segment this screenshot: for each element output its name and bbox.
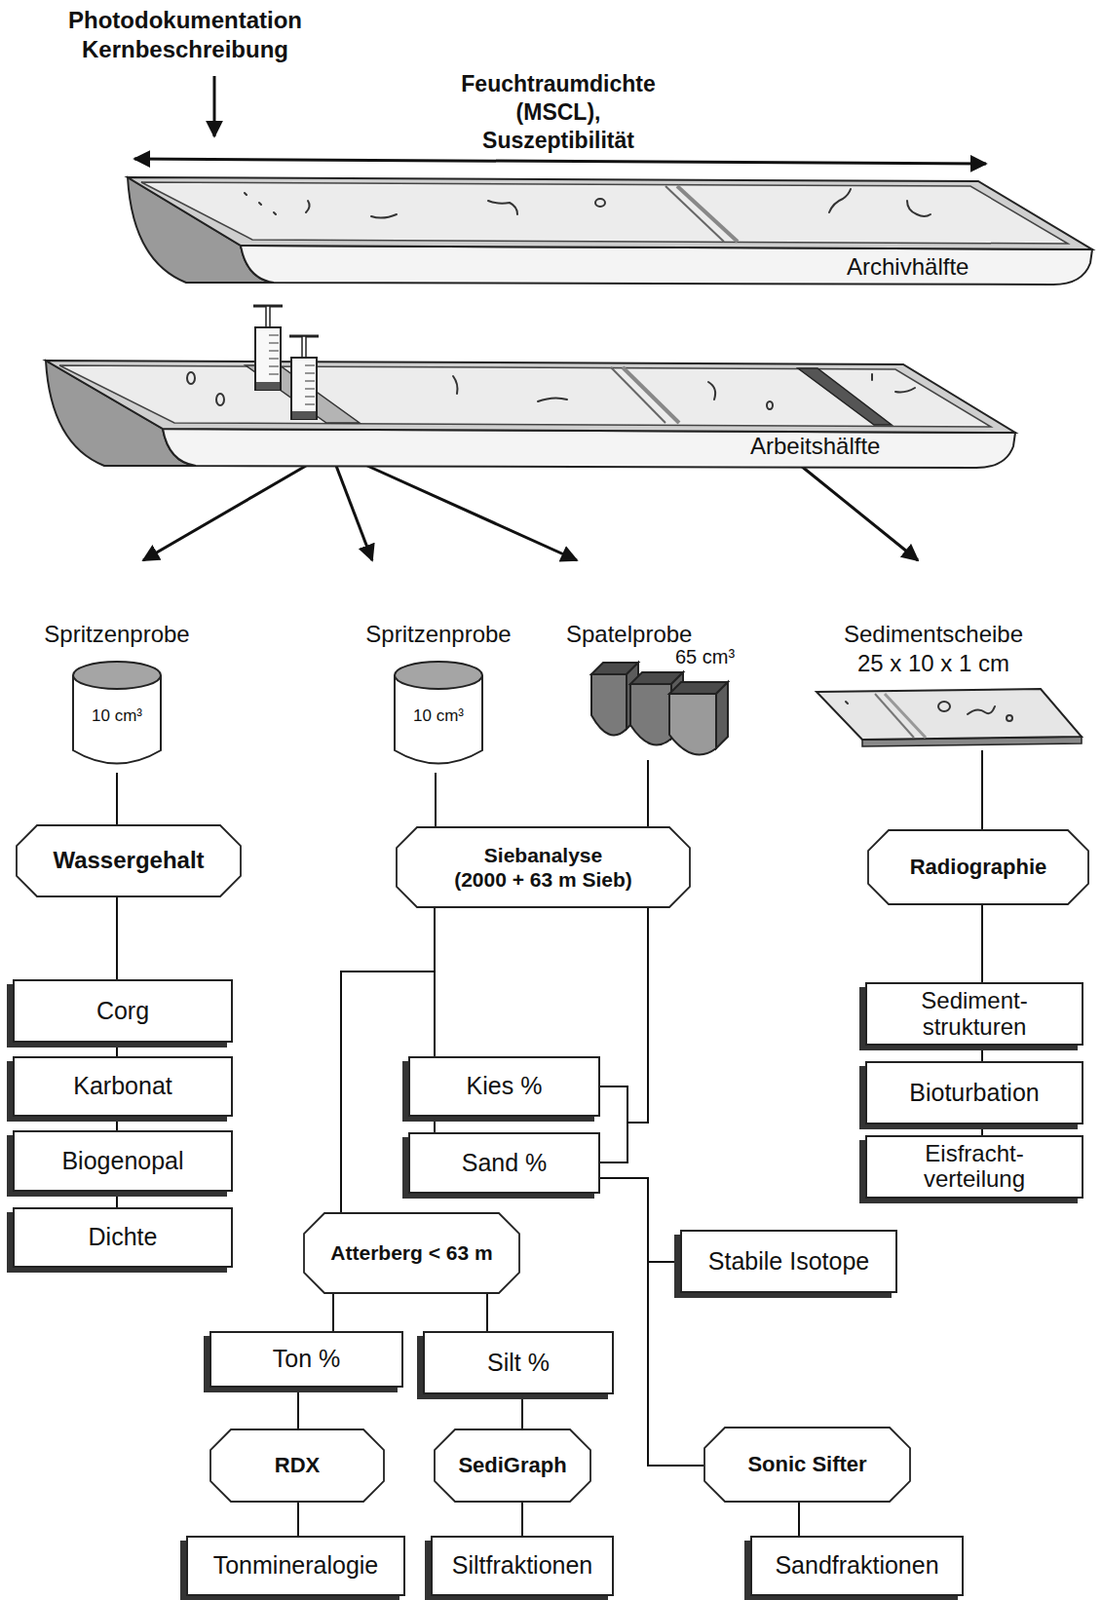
- node-label: Stabile Isotope: [708, 1248, 870, 1276]
- result-box: Sandfraktionen: [750, 1535, 964, 1596]
- node-label: SediGraph: [457, 1452, 567, 1479]
- node-label: Wassergehalt: [52, 846, 204, 875]
- node-label: Corg: [96, 997, 150, 1026]
- connector: [297, 1502, 300, 1536]
- connector: [798, 1502, 800, 1536]
- connector: [981, 1124, 984, 1136]
- method-octagon: Sonic Sifter: [703, 1426, 912, 1503]
- result-box: Dichte: [12, 1207, 233, 1268]
- connector: [981, 905, 984, 983]
- node-label: Ton %: [272, 1345, 341, 1373]
- method-octagon: Radiographie: [867, 829, 1090, 906]
- result-box: Tonmineralogie: [186, 1535, 406, 1596]
- node-label: Spritzenprobe: [341, 620, 536, 648]
- node-label: 10 cm³: [19, 706, 215, 726]
- method-octagon: Atterberg < 63 m: [303, 1212, 521, 1294]
- node-label: Arbeitshälfte: [750, 432, 880, 460]
- connector: [115, 1191, 118, 1208]
- method-octagon: SediGraph: [433, 1428, 592, 1503]
- result-box: Eisfracht- verteilung: [865, 1135, 1084, 1199]
- annotation-label: Photodokumentation Kernbeschreibung: [48, 5, 322, 65]
- node-label: 65 cm³: [675, 646, 735, 669]
- measure-double-arrow: [134, 158, 987, 164]
- connector: [297, 1387, 300, 1429]
- result-box: Sediment- strukturen: [865, 982, 1084, 1046]
- node-label: Kies %: [466, 1072, 543, 1101]
- connector: [367, 465, 577, 561]
- node-label: Siebanalyse: [484, 842, 603, 868]
- connector: [521, 1502, 524, 1536]
- node-label: Sonic Sifter: [747, 1451, 867, 1478]
- connector: [336, 465, 373, 561]
- connector: [800, 465, 918, 561]
- illustration: [341, 560, 536, 773]
- node-label: Sediment- strukturen: [874, 988, 1074, 1040]
- connector: [486, 1293, 489, 1331]
- connector: [521, 1394, 524, 1429]
- node-label: Archivhälfte: [846, 253, 969, 281]
- connector: [143, 465, 306, 561]
- node-label: Spritzenprobe: [19, 620, 215, 648]
- connector: [981, 750, 984, 830]
- syringe-sample: Spritzenprobe 10 cm³: [341, 560, 536, 773]
- connector: [115, 1116, 118, 1131]
- node-label: Atterberg < 63 m: [330, 1240, 493, 1265]
- octagon-outline: [395, 826, 691, 909]
- archive-core-half: Archivhälfte: [127, 173, 1098, 293]
- result-box: Kies %: [408, 1056, 601, 1117]
- result-box: Sand %: [408, 1132, 601, 1194]
- connector: [408, 908, 648, 1163]
- node-label: Sedimentscheibe: [787, 620, 1080, 648]
- node-label: 25 x 10 x 1 cm: [787, 649, 1080, 678]
- node-label: Radiographie: [910, 854, 1048, 880]
- connector: [600, 1178, 704, 1466]
- connector: [408, 908, 648, 1123]
- working-core-half: Arbeitshälfte: [45, 356, 1021, 466]
- connector: [332, 1293, 335, 1331]
- node-label: Sandfraktionen: [774, 1552, 939, 1580]
- node-label: Bioturbation: [909, 1079, 1039, 1107]
- connector: [981, 1045, 984, 1062]
- result-box: Siltfraktionen: [430, 1535, 614, 1596]
- node-label: Sand %: [461, 1149, 548, 1178]
- result-box: Corg: [12, 979, 233, 1043]
- node-label: Siltfraktionen: [452, 1552, 594, 1580]
- syringe-sample: Spritzenprobe 10 cm³: [19, 560, 215, 773]
- node-label: Tonmineralogie: [213, 1552, 380, 1580]
- result-box: Biogenopal: [12, 1130, 233, 1192]
- connector: [115, 1042, 118, 1057]
- node-label: Dichte: [88, 1223, 158, 1252]
- illustration: [19, 560, 215, 773]
- node-label: Biogenopal: [61, 1147, 184, 1176]
- method-octagon: Siebanalyse(2000 + 63 m Sieb): [395, 826, 691, 909]
- result-box: Bioturbation: [865, 1061, 1084, 1125]
- sediment-slab: Sedimentscheibe25 x 10 x 1 cm: [787, 560, 1080, 751]
- node-label: Spatelprobe: [566, 620, 692, 648]
- connector: [600, 1178, 681, 1262]
- node-label: (2000 + 63 m Sieb): [454, 867, 633, 892]
- node-label: 10 cm³: [341, 706, 536, 726]
- spatula-sample: Spatelprobe65 cm³: [560, 560, 765, 760]
- connector: [646, 760, 649, 827]
- node-label: Silt %: [487, 1349, 550, 1377]
- connector: [115, 897, 118, 980]
- result-box: Ton %: [209, 1330, 404, 1388]
- connector: [434, 772, 437, 827]
- connector: [115, 772, 118, 825]
- result-box: Karbonat: [12, 1056, 233, 1117]
- method-octagon: RDX: [209, 1428, 385, 1503]
- method-octagon: Wassergehalt: [15, 824, 242, 898]
- annotation-label: Feuchtraumdichte (MSCL), Suszeptibilität: [446, 70, 671, 154]
- connector: [433, 1116, 436, 1133]
- node-label: Karbonat: [73, 1072, 172, 1101]
- node-label: RDX: [274, 1452, 320, 1479]
- photo-arrow: [214, 76, 216, 137]
- result-box: Silt %: [422, 1330, 614, 1395]
- result-box: Stabile Isotope: [680, 1229, 898, 1293]
- node-label: Eisfracht- verteilung: [874, 1140, 1074, 1193]
